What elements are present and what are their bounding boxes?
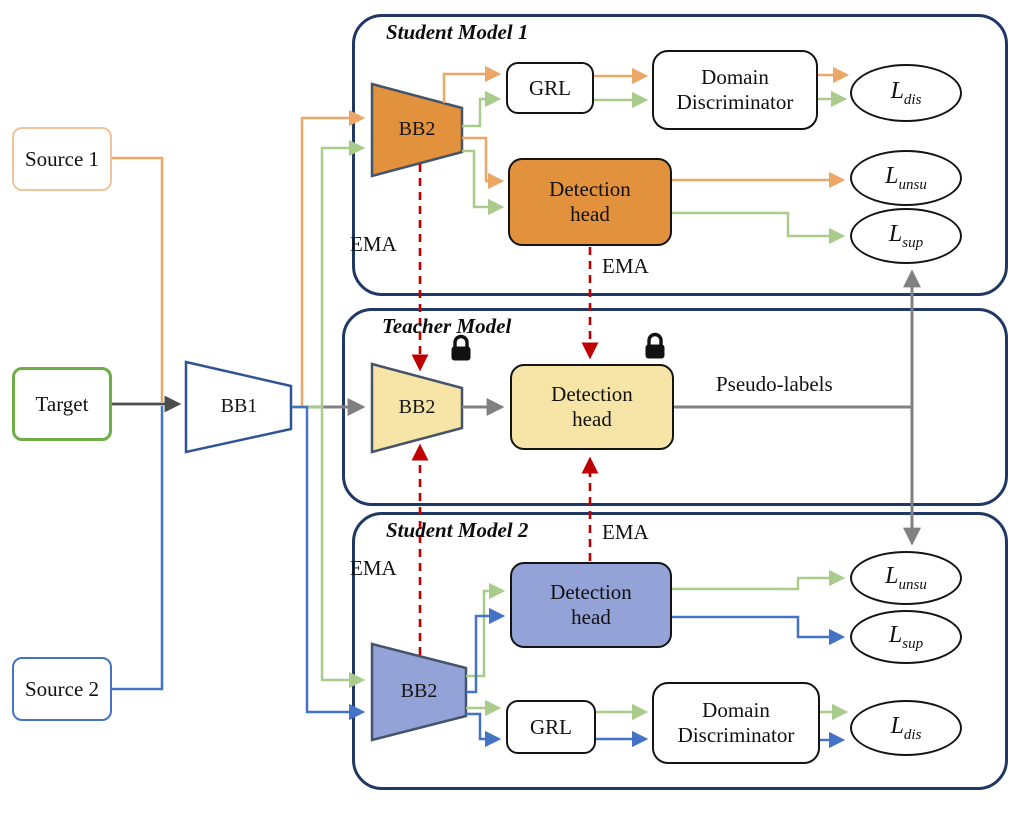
- target-box: Target: [12, 367, 112, 441]
- detection-head-student2: Detection head: [510, 562, 672, 648]
- detection-head-student2-label: Detection head: [550, 580, 632, 629]
- lock-icon-teacher-head: [645, 332, 665, 359]
- detection-head-student1: Detection head: [508, 158, 672, 246]
- loss-sup-label-student1: Lsup: [888, 220, 924, 251]
- grl-box-student2: GRL: [506, 700, 596, 754]
- bb1-label: BB1: [220, 395, 258, 417]
- student1-title: Student Model 1: [386, 20, 529, 44]
- bb2-student2-label: BB2: [400, 680, 438, 702]
- teacher-title: Teacher Model: [382, 314, 512, 338]
- loss-sup-ellipse-student2: Lsup: [850, 610, 962, 664]
- input-wires: [112, 156, 182, 691]
- loss-dis-ellipse-student1: Ldis: [850, 64, 962, 122]
- loss-sup-label-student2: Lsup: [888, 621, 924, 652]
- loss-unsu-ellipse-student2: Lunsu: [850, 551, 962, 605]
- loss-unsu-ellipse-student1: Lunsu: [850, 150, 962, 206]
- loss-unsu-label-student1: Lunsu: [885, 162, 927, 193]
- detection-head-teacher-label: Detection head: [551, 382, 633, 431]
- loss-dis-ellipse-student2: Ldis: [850, 700, 962, 756]
- student2-title: Student Model 2: [386, 518, 529, 542]
- ema-label-student2-backbone: EMA: [350, 556, 397, 580]
- loss-dis-label-student2: Ldis: [890, 712, 922, 743]
- bb2-teacher-label: BB2: [398, 396, 436, 418]
- loss-sup-ellipse-student1: Lsup: [850, 208, 962, 264]
- grl-box-student1: GRL: [506, 62, 594, 114]
- loss-dis-label-student1: Ldis: [890, 77, 922, 108]
- bb2-student1-label: BB2: [398, 118, 436, 140]
- source1-box: Source 1: [12, 127, 112, 191]
- source2-box: Source 2: [12, 657, 112, 721]
- detection-head-teacher: Detection head: [510, 364, 674, 450]
- wire-source2: [112, 406, 164, 691]
- ema-label-student1-backbone: EMA: [350, 232, 397, 256]
- ema-label-student2-head: EMA: [602, 520, 649, 544]
- pseudo-labels-text: Pseudo-labels: [716, 372, 833, 396]
- domain-discriminator-student2: Domain Discriminator: [652, 682, 820, 764]
- loss-unsu-label-student2: Lunsu: [885, 562, 927, 593]
- ema-label-student1-head: EMA: [602, 254, 649, 278]
- wire-source1: [112, 156, 164, 402]
- detection-head-student1-label: Detection head: [549, 177, 631, 226]
- domain-discriminator-student1: Domain Discriminator: [652, 50, 818, 130]
- lock-icon-teacher-backbone: [451, 334, 471, 361]
